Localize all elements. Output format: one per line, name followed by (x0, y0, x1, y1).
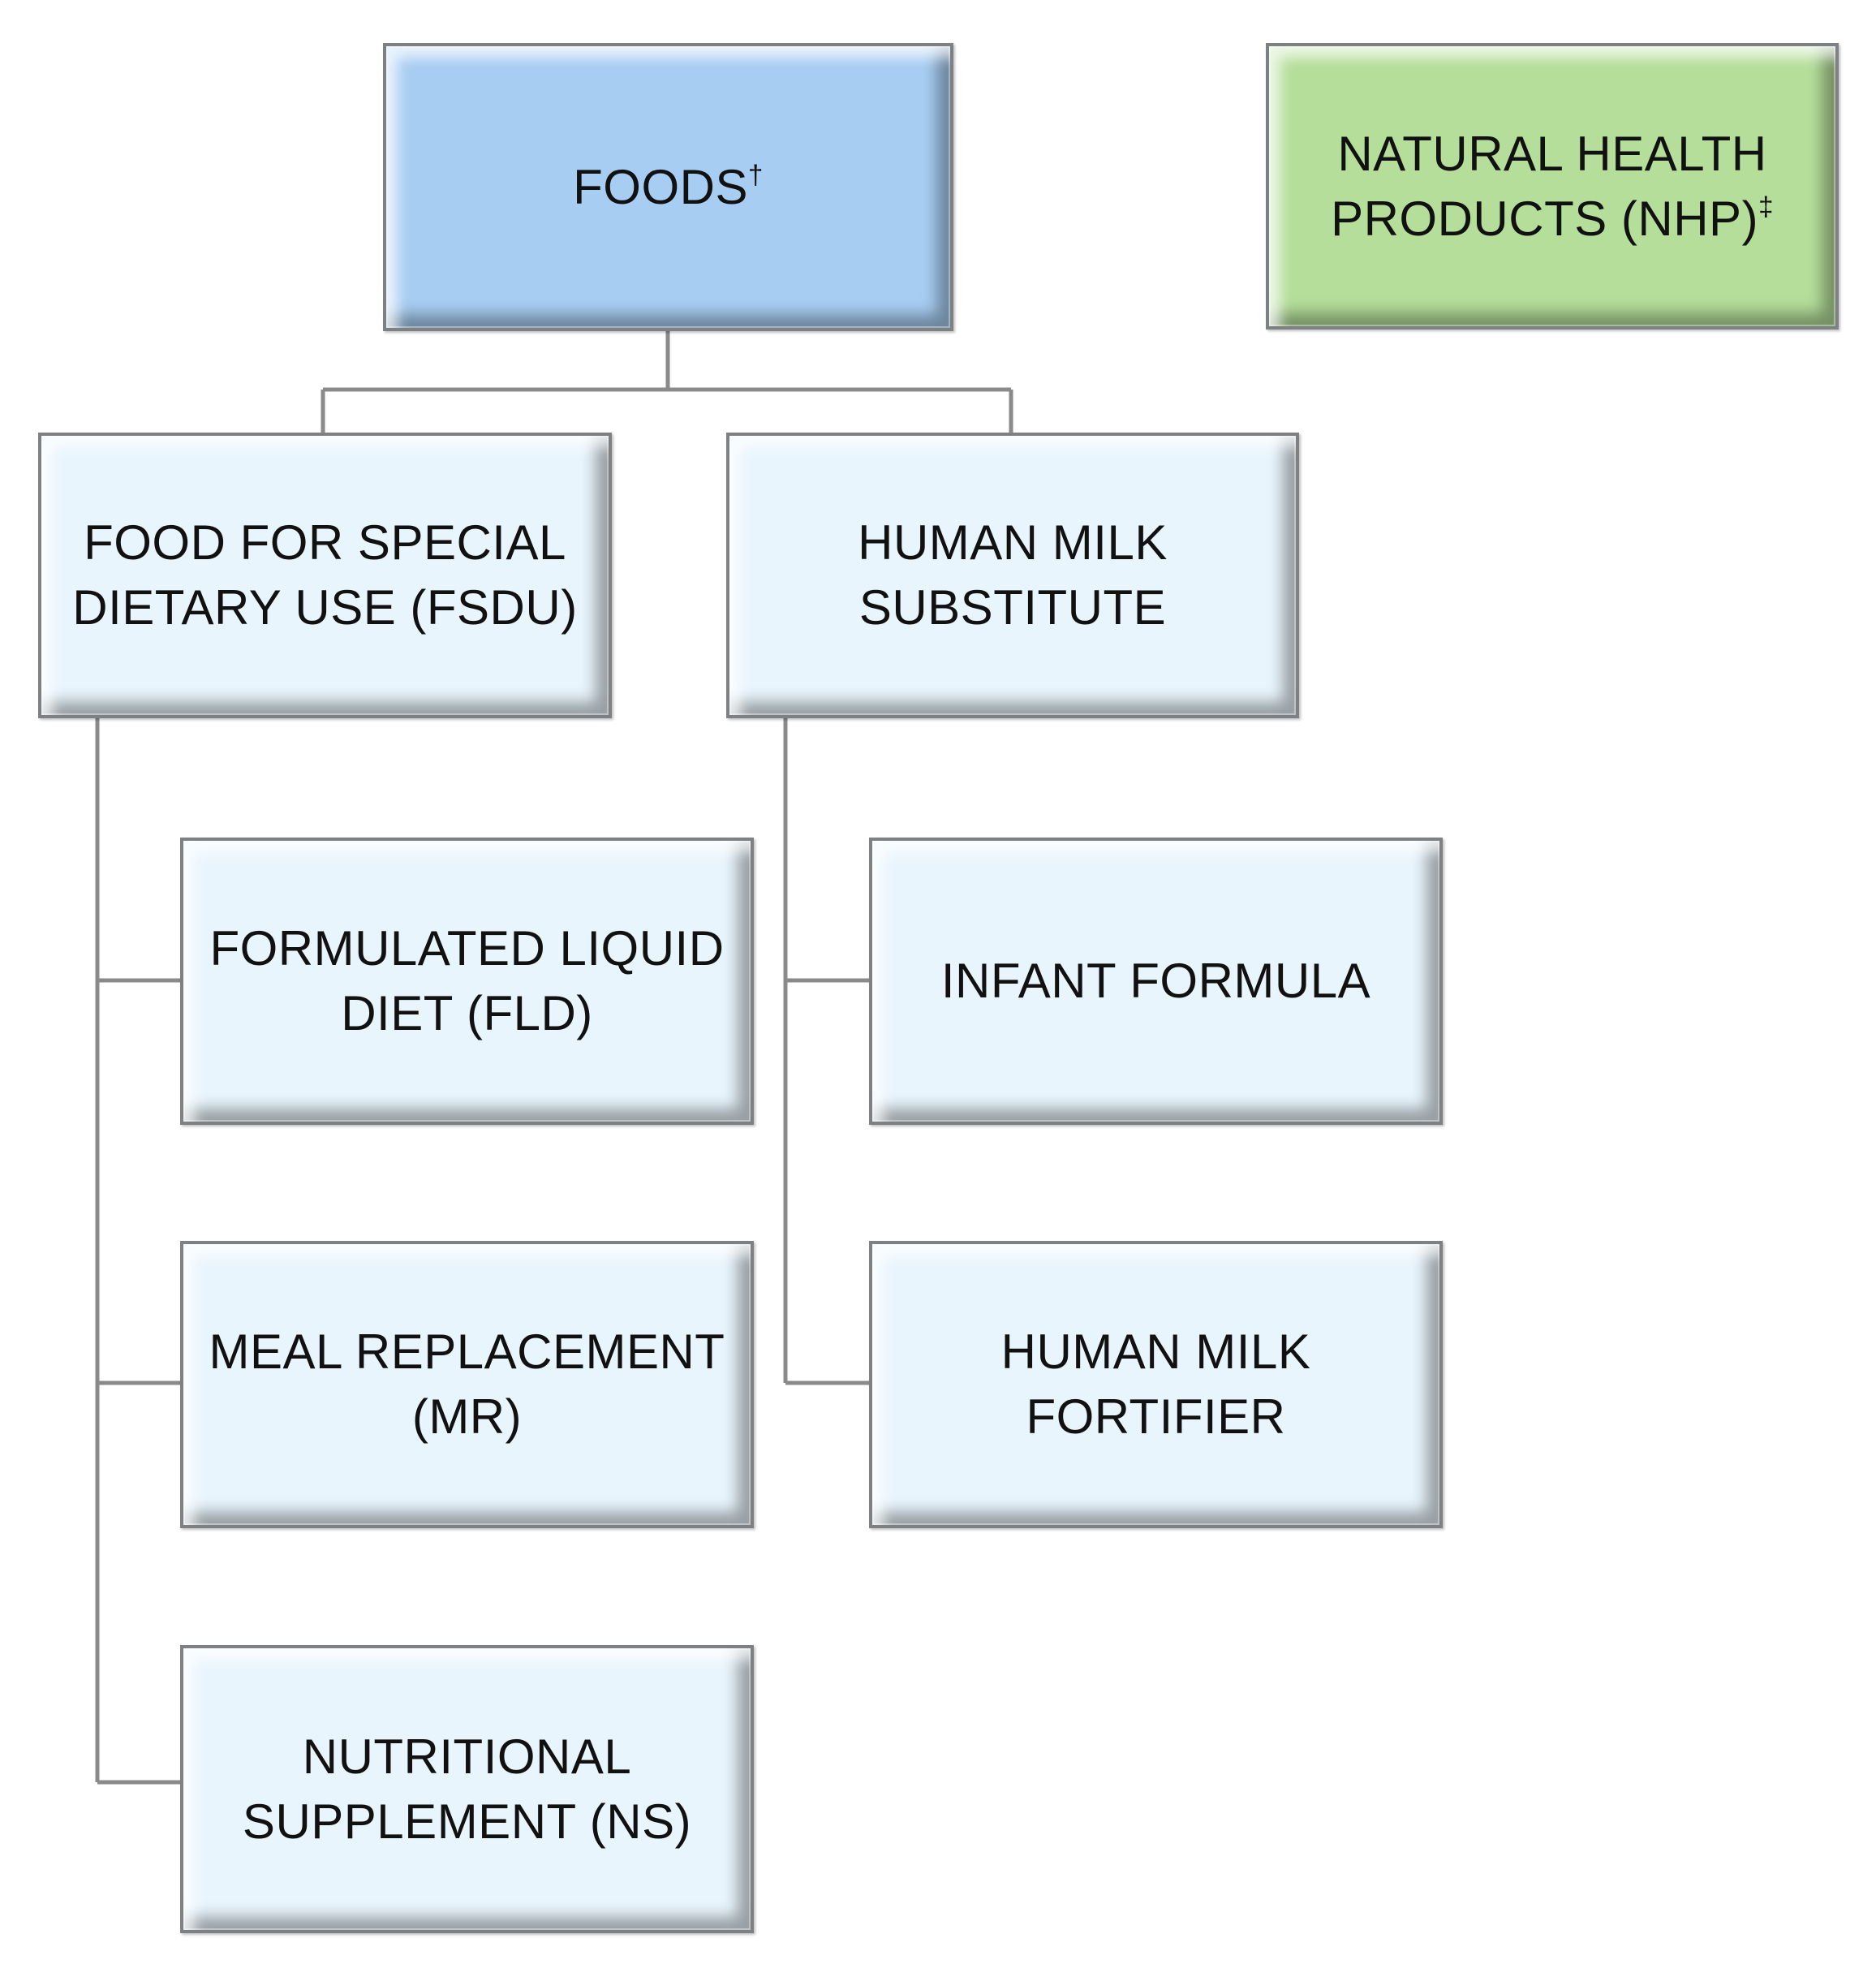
node-fsdu-label-line-2: DIETARY USE (FSDU) (72, 580, 578, 635)
edge-fsdu-to-children (95, 718, 180, 1785)
edge-hms-to-children (783, 718, 869, 1385)
node-fsdu: FOOD FOR SPECIAL DIETARY USE (FSDU) (38, 433, 612, 718)
node-hmf-label-line-2: FORTIFIER (1026, 1389, 1286, 1444)
edge-foods-to-fsdu-and-hms (321, 331, 1013, 433)
node-fld-label-line-2: DIET (FLD) (341, 986, 593, 1040)
node-mr-label-line-1: MEAL REPLACEMENT (209, 1324, 725, 1380)
node-formulated-liquid-diet: FORMULATED LIQUID DIET (FLD) (180, 838, 754, 1125)
node-meal-replacement: MEAL REPLACEMENT (MR) (180, 1241, 754, 1528)
node-fld-label-line-1: FORMULATED LIQUID (209, 921, 725, 976)
node-human-milk-fortifier: HUMAN MILK FORTIFIER (869, 1241, 1443, 1528)
node-nhp-label-line-1: NATURAL HEALTH (1337, 126, 1767, 181)
node-ns-label-line-2: SUPPLEMENT (NS) (242, 1794, 692, 1849)
dagger-footnote-mark: † (747, 158, 764, 189)
node-nutritional-supplement: NUTRITIONAL SUPPLEMENT (NS) (180, 1645, 754, 1933)
node-infant-formula-label: INFANT FORMULA (940, 954, 1371, 1009)
node-hms-label-line-1: HUMAN MILK (858, 515, 1168, 571)
node-ns-label-line-1: NUTRITIONAL (302, 1729, 632, 1784)
node-fsdu-label-line-1: FOOD FOR SPECIAL (84, 515, 566, 571)
node-nhp-label-line-2: PRODUCTS (NHP)‡ (1331, 190, 1774, 246)
node-mr-label-line-2: (MR) (411, 1389, 523, 1444)
node-hms-label-line-2: SUBSTITUTE (858, 580, 1167, 635)
node-infant-formula: INFANT FORMULA (869, 838, 1443, 1125)
node-human-milk-substitute: HUMAN MILK SUBSTITUTE (726, 433, 1299, 718)
node-natural-health-products: NATURAL HEALTH PRODUCTS (NHP)‡ (1266, 43, 1839, 329)
node-foods: FOODS† (383, 43, 953, 331)
node-foods-label: FOODS† (573, 158, 764, 214)
node-hmf-label-line-1: HUMAN MILK (1000, 1324, 1311, 1380)
double-dagger-footnote-mark: ‡ (1758, 190, 1774, 221)
